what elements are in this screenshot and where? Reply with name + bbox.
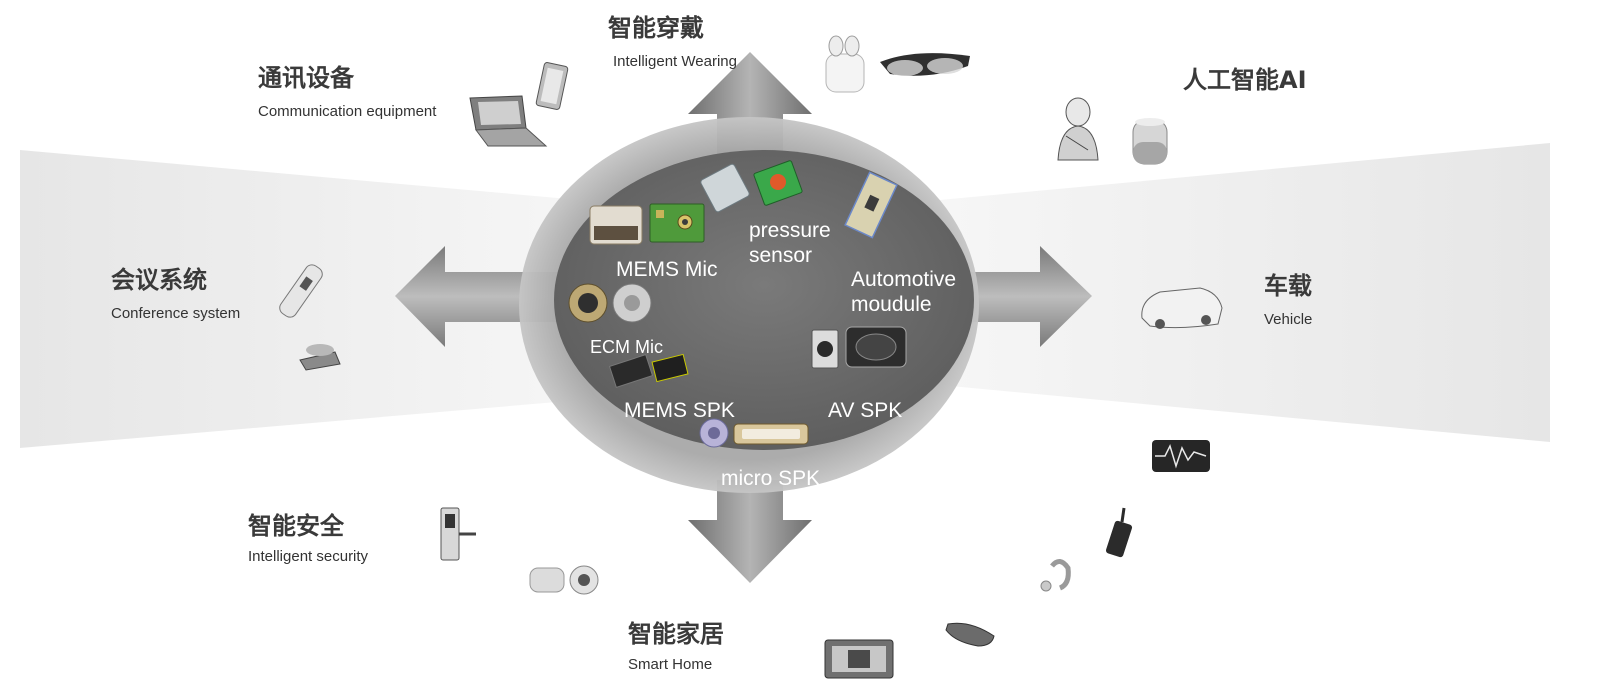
smart-panel-icon — [824, 639, 894, 679]
mems-spk-label: MEMS SPK — [624, 399, 735, 422]
av-spk-components — [811, 326, 907, 369]
home-subtitle: Smart Home — [628, 656, 713, 673]
door-lock-icon — [440, 507, 476, 561]
ecm-mic-components — [568, 283, 652, 323]
av-spk-label: AV SPK — [828, 399, 903, 422]
laptop-icon — [469, 95, 548, 147]
voice-recorder-icon — [279, 264, 323, 318]
automotive-module-label-line1: Automotive — [851, 268, 957, 291]
baby-monitor-icon — [529, 565, 599, 595]
ai-title: 人工智能AI — [1183, 66, 1307, 94]
earbuds-icon — [825, 35, 865, 93]
automotive-module-label-line2: moudule — [851, 293, 932, 316]
conference-phone-icon — [299, 344, 341, 371]
pressure-sensor-components — [700, 160, 803, 213]
walkie-talkie-icon — [1105, 507, 1133, 558]
ecm-mic-label: ECM Mic — [590, 337, 663, 357]
security-title: 智能安全 — [248, 512, 344, 540]
pressure-sensor-label-line1: pressure — [749, 219, 831, 242]
communication-title: 通讯设备 — [258, 64, 354, 92]
automotive-module-component — [844, 171, 898, 239]
hearing-aid-icon — [1040, 559, 1071, 592]
smart-glasses-icon — [880, 53, 970, 76]
security-subtitle: Intelligent security — [248, 548, 369, 565]
conference-subtitle: Conference system — [111, 305, 241, 322]
right-band — [940, 143, 1550, 442]
arrow-down — [688, 480, 812, 583]
wearing-title: 智能穿戴 — [608, 14, 704, 42]
waveform-icon — [1152, 440, 1210, 472]
pressure-sensor-label-line2: sensor — [749, 244, 813, 267]
conference-title: 会议系统 — [111, 266, 207, 294]
micro-spk-label: micro SPK — [721, 467, 821, 490]
home-title: 智能家居 — [628, 620, 724, 648]
mouse-icon — [945, 622, 995, 647]
robot-icon — [1057, 97, 1099, 161]
communication-subtitle: Communication equipment — [258, 103, 437, 120]
mems-mic-components — [589, 203, 705, 245]
smart-speaker-icon — [1132, 118, 1168, 165]
vehicle-title: 车载 — [1264, 272, 1312, 300]
mems-mic-label: MEMS Mic — [616, 258, 718, 281]
micro-spk-components — [699, 418, 809, 448]
vehicle-subtitle: Vehicle — [1264, 311, 1313, 328]
wearing-subtitle: Intelligent Wearing — [613, 53, 737, 70]
car-icon — [1141, 287, 1223, 329]
smartphone-icon — [535, 62, 569, 110]
mems-spk-components — [608, 353, 689, 388]
